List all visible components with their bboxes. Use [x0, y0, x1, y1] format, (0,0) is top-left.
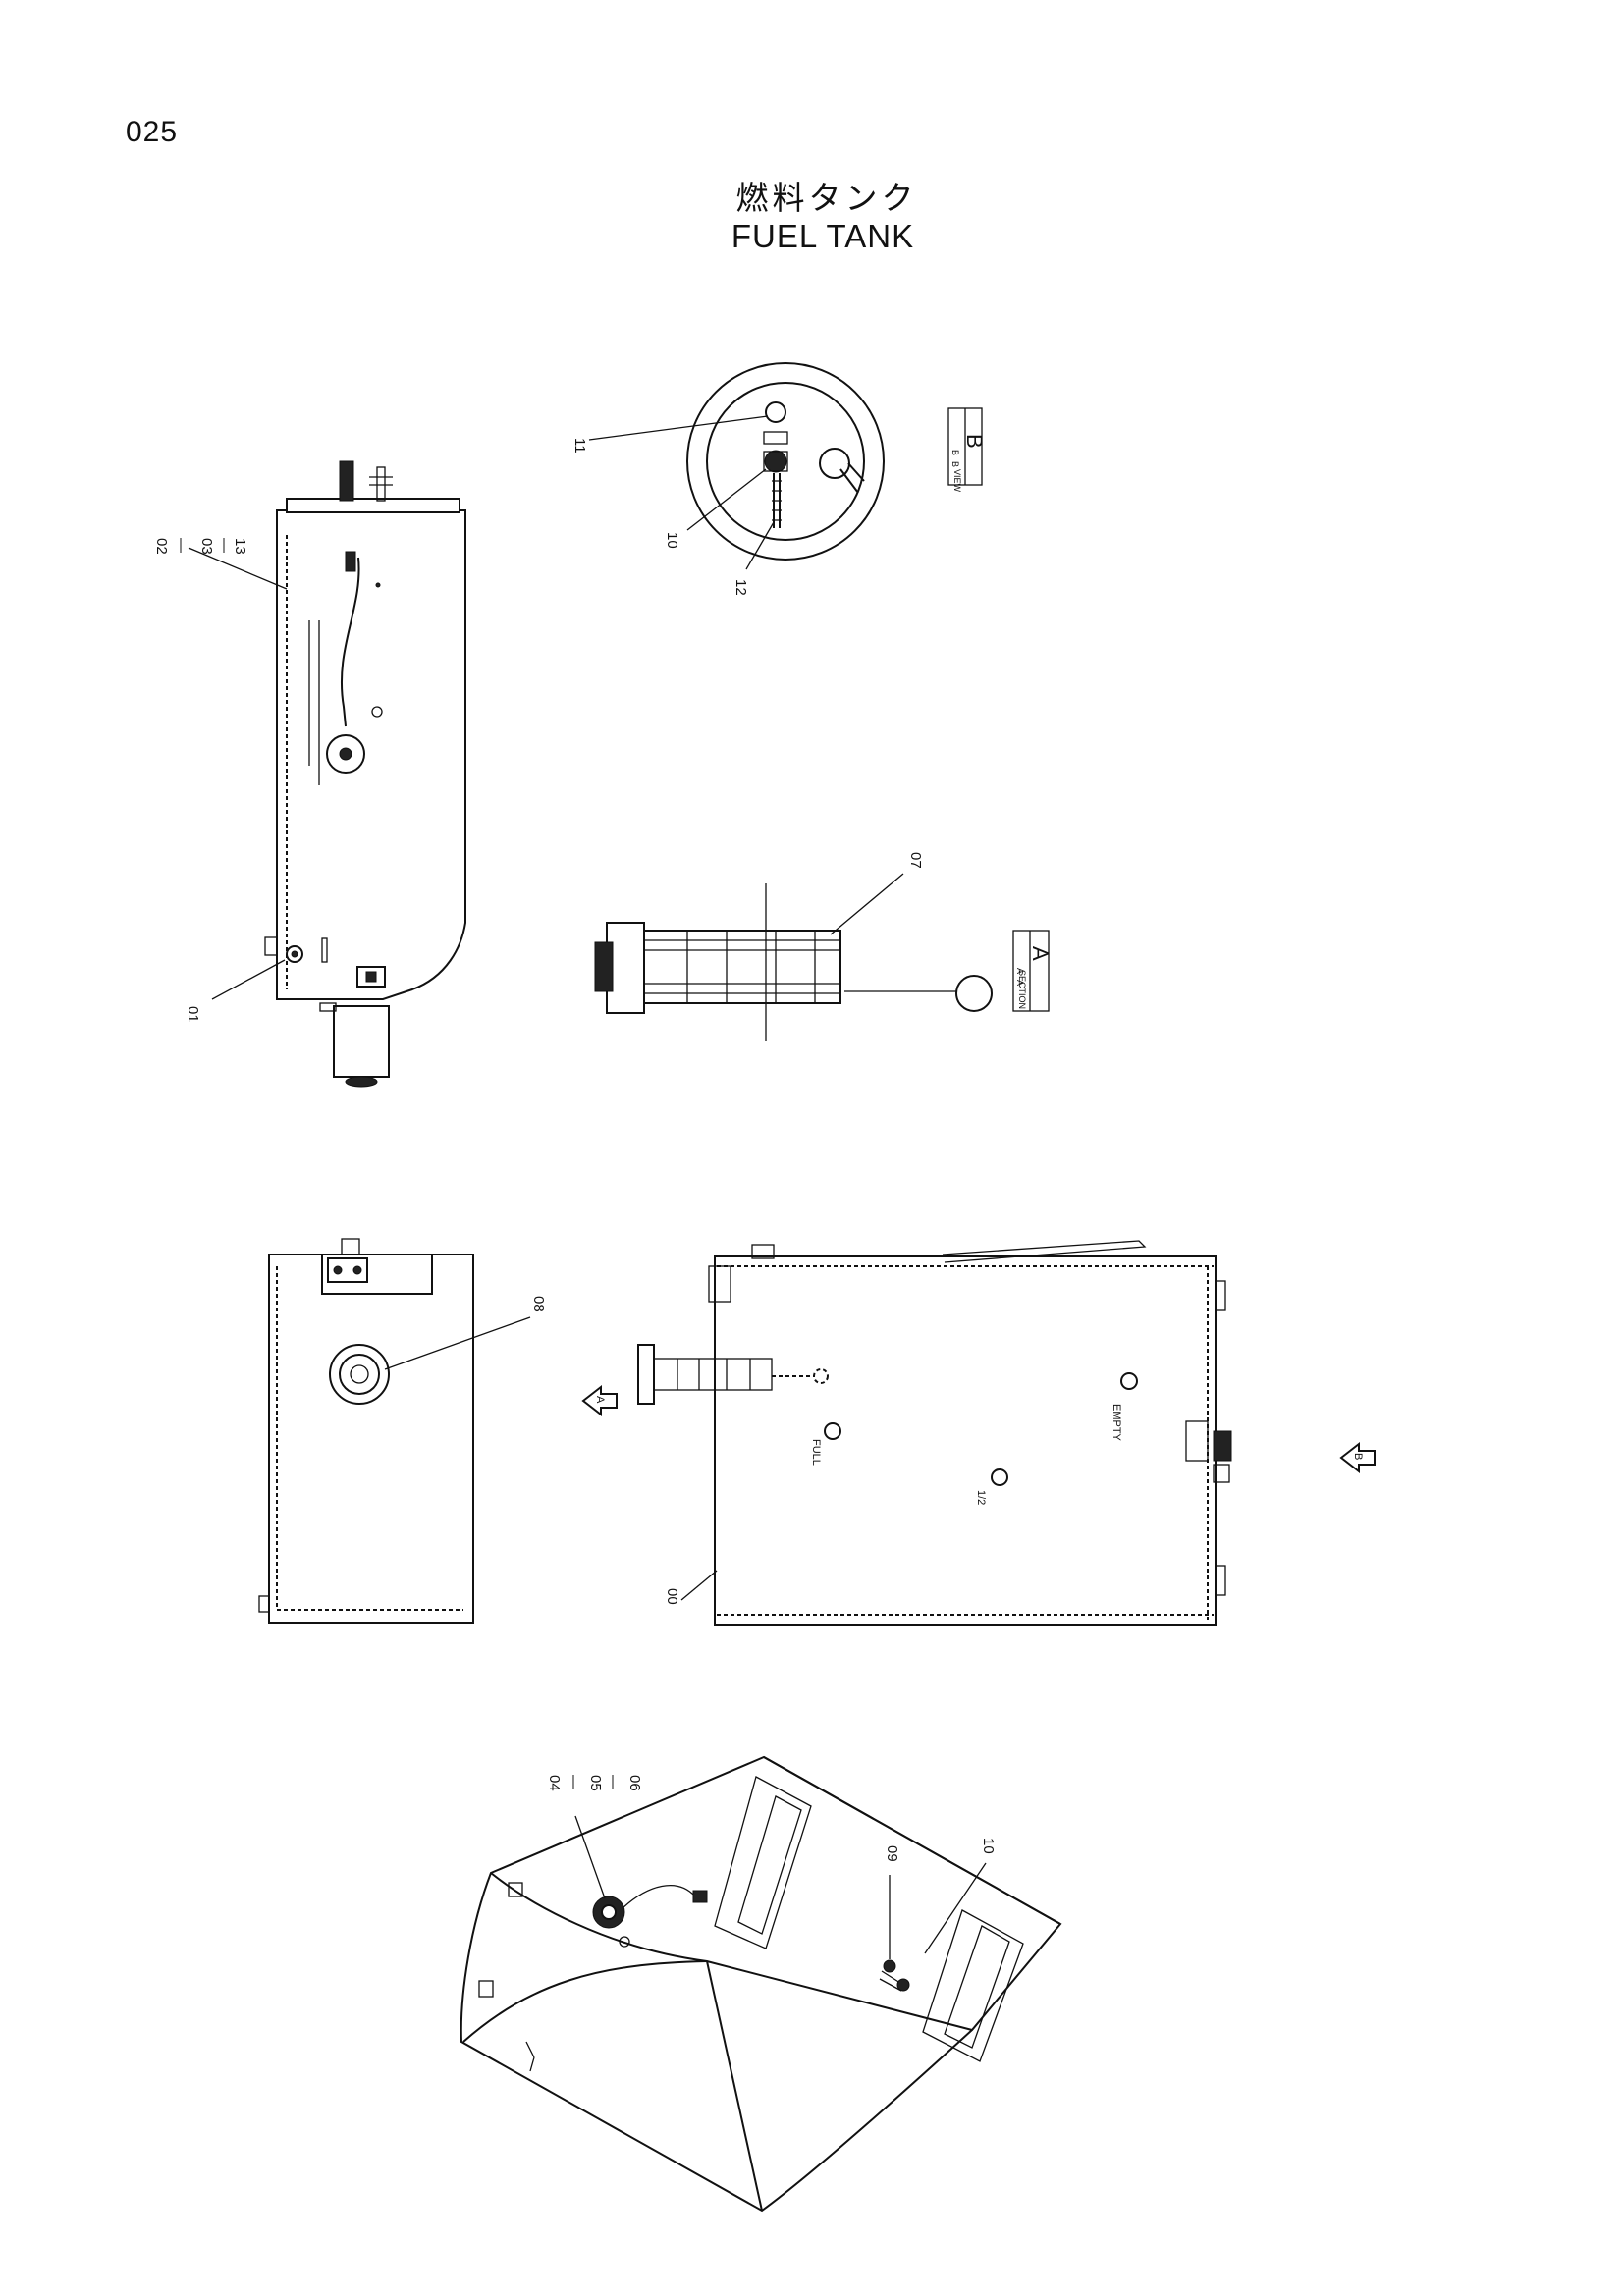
title-english: FUEL TANK	[731, 218, 915, 254]
callout-06: 06	[626, 1775, 643, 1791]
callout-07: 07	[907, 852, 924, 869]
gauge-label-half: 1/2	[975, 1490, 987, 1505]
view-b-top: B	[950, 461, 960, 467]
callout-dash-3: —	[566, 1775, 582, 1789]
view-b-caption: VIEW	[952, 469, 962, 493]
section-a-caption: SECTION	[1017, 970, 1027, 1009]
callout-09: 09	[884, 1845, 900, 1862]
isometric-view: 04 — 05 — 06 09 10	[460, 1755, 1062, 2213]
callout-03: 03	[198, 538, 215, 555]
end-view: 08	[258, 1238, 547, 1624]
front-view: FULL 1/2 EMPTY 00	[637, 1240, 1232, 1626]
view-arrow-a: A	[581, 1384, 618, 1417]
section-a: 07 A A A SECTION	[594, 852, 1053, 1041]
callout-10-top: 10	[664, 532, 680, 549]
callout-dash-2: —	[216, 538, 233, 553]
callout-05: 05	[587, 1775, 604, 1791]
view-b-bottom: B	[950, 450, 960, 455]
callout-01: 01	[185, 1006, 201, 1023]
view-arrow-b-letter: B	[1352, 1453, 1364, 1460]
section-a-tag	[1012, 930, 1050, 1012]
callout-dash-4: —	[605, 1775, 622, 1789]
section-a-top: A	[1015, 980, 1025, 986]
callout-02: 02	[153, 538, 170, 555]
callout-10-bottom: 10	[980, 1838, 997, 1854]
side-view: 02 — 03 — 13 01	[153, 460, 466, 1088]
callout-08: 08	[530, 1296, 547, 1312]
view-arrow-b: B	[1339, 1441, 1376, 1474]
view-b: 11 10 12 B B B VIEW	[571, 362, 987, 596]
section-a-bottom: A	[1015, 968, 1025, 974]
callout-12: 12	[732, 579, 749, 596]
callout-dash-1: —	[173, 538, 189, 553]
callout-13: 13	[232, 538, 248, 555]
view-b-letter: B	[962, 434, 987, 449]
section-a-letter: A	[1028, 946, 1053, 961]
gauge-label-full: FULL	[810, 1439, 822, 1466]
callout-11: 11	[571, 438, 588, 454]
page-number: 025	[126, 116, 179, 148]
callout-00: 00	[664, 1588, 680, 1605]
gauge-label-empty: EMPTY	[1110, 1404, 1122, 1442]
title-japanese: 燃料タンク	[735, 179, 918, 217]
callout-04: 04	[546, 1775, 563, 1791]
view-arrow-a-letter: A	[594, 1396, 606, 1404]
